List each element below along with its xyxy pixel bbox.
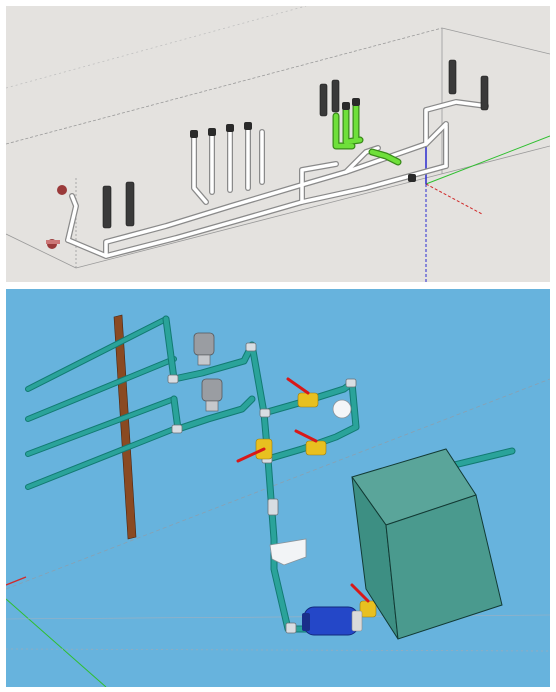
axes-gizmo: [425, 135, 550, 282]
valve-icon: [350, 583, 377, 618]
pressure-gauge[interactable]: [332, 399, 352, 419]
water-pump[interactable]: [302, 606, 363, 636]
sprinkler-icon: [480, 75, 489, 111]
valve-icon: [57, 185, 67, 195]
model-viewport[interactable]: [6, 289, 550, 687]
valve-icon: [286, 377, 319, 408]
sprinkler-heads[interactable]: [102, 59, 489, 229]
highlighted-pipe-section[interactable]: [332, 102, 402, 166]
sprinkler-icon: [331, 79, 340, 113]
pipe-network: [65, 99, 489, 259]
valve-icon: [294, 429, 327, 456]
filter-icon: [193, 332, 215, 366]
disc-filters[interactable]: [193, 332, 223, 412]
drip-lines: [25, 316, 177, 490]
pipe-fittings: [167, 342, 357, 634]
emitter-caps: [190, 98, 416, 182]
check-valve[interactable]: [269, 538, 307, 566]
sprinkler-icon: [319, 83, 328, 117]
filter-icon: [201, 378, 223, 412]
water-tank[interactable]: [351, 448, 503, 640]
sketch-viewport[interactable]: [6, 6, 550, 282]
sprinkler-icon: [125, 181, 135, 227]
wooden-post: [113, 314, 137, 540]
bounding-box: [6, 6, 550, 269]
inlet-valves[interactable]: [46, 185, 67, 249]
sprinkler-icon: [102, 185, 112, 229]
sprinkler-icon: [448, 59, 457, 95]
sketch-canvas: [6, 6, 550, 282]
valve-icon: [236, 438, 273, 463]
model-canvas: [6, 314, 550, 687]
ball-valves[interactable]: [236, 377, 377, 618]
